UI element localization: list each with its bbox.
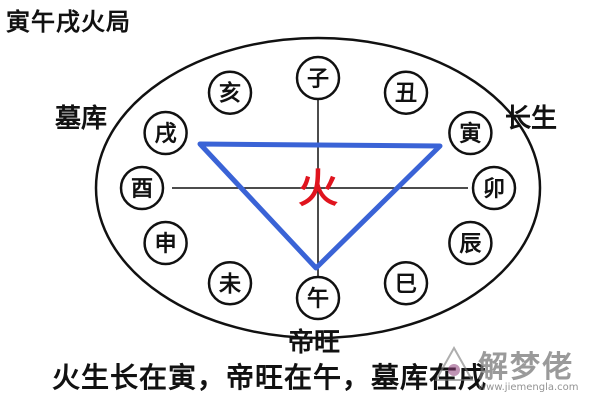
branch-circle [207, 70, 253, 115]
diagram-title: 寅午戌火局 [6, 8, 131, 36]
branch-circle [471, 165, 517, 211]
branch-zi: 子 [295, 55, 341, 101]
branch-label: 子 [307, 67, 329, 92]
branch-you: 酉 [119, 165, 165, 211]
branch-circle [119, 165, 165, 211]
branch-shen: 申 [143, 220, 188, 266]
peak-label: 帝旺 [288, 328, 341, 358]
caption-text: 火生长在寅，帝旺在午，墓库在戌 [52, 361, 488, 394]
branch-label: 酉 [131, 177, 153, 202]
branch-label: 丑 [395, 82, 417, 107]
branch-circle [143, 110, 188, 156]
branch-si: 巳 [383, 261, 429, 306]
watermark-logo-icon [434, 345, 474, 381]
branch-label: 戌 [155, 122, 177, 147]
branch-label: 未 [219, 272, 241, 297]
branch-xu: 戌 [143, 110, 188, 156]
birth-label: 长生 [505, 104, 558, 134]
branch-chen: 辰 [448, 220, 493, 266]
watermark: 解梦佬 www.jiemengla.com [430, 338, 600, 400]
center-fire-label: 火 [298, 166, 338, 212]
branch-label: 申 [155, 232, 177, 257]
tomb-label: 墓库 [55, 104, 108, 134]
watermark-text: 解梦佬 [478, 350, 574, 385]
branch-circle [383, 70, 429, 115]
branch-circle [448, 110, 493, 156]
branch-circle [143, 220, 188, 266]
branch-chou: 丑 [383, 70, 429, 115]
branch-mao: 卯 [471, 165, 517, 211]
branch-label: 午 [307, 286, 329, 312]
branch-label: 寅 [459, 121, 481, 147]
branch-circle [295, 275, 341, 321]
fire-triangle [197, 141, 443, 271]
branch-wei: 未 [207, 261, 253, 306]
branch-label: 辰 [459, 232, 481, 257]
branch-yin: 寅 [448, 110, 493, 156]
branch-circle [448, 220, 493, 266]
branch-wu: 午 [295, 275, 341, 321]
watermark-url: www.jiemengla.com [478, 382, 579, 393]
branch-label: 卯 [483, 177, 505, 202]
branch-circle [295, 55, 341, 101]
branch-circle [383, 261, 429, 306]
branch-label: 巳 [395, 272, 417, 297]
branch-hai: 亥 [207, 70, 253, 115]
outer-circle [94, 36, 542, 340]
branch-circle [207, 261, 253, 306]
branch-label: 亥 [219, 81, 241, 107]
